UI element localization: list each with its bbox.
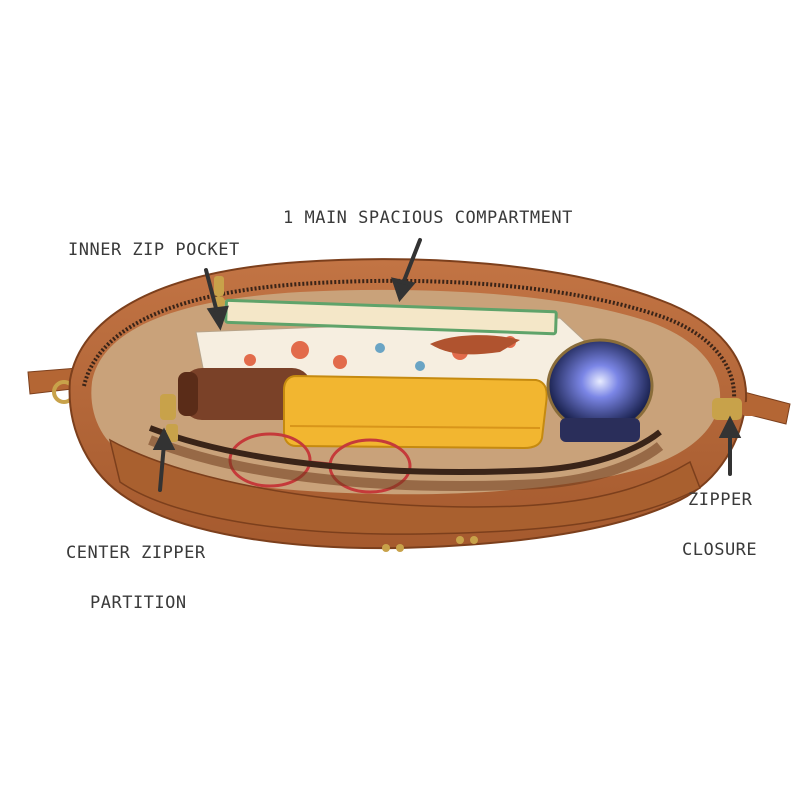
callout-center-zipper-line2: PARTITION bbox=[90, 593, 187, 613]
center-zipper-panel bbox=[108, 438, 701, 535]
top-zipper-track bbox=[82, 278, 737, 401]
callout-zipper-closure-line2: CLOSURE bbox=[682, 540, 758, 560]
wallet bbox=[283, 374, 548, 450]
callout-center-zipper-line1: CENTER ZIPPER bbox=[66, 543, 206, 563]
arrow-main-compartment bbox=[400, 238, 422, 288]
center-zipper-pull bbox=[160, 394, 178, 442]
callout-inner-zip-pocket: INNER ZIP POCKET bbox=[68, 240, 240, 260]
bird-print bbox=[430, 335, 520, 355]
callout-zipper-closure-line1: ZIPPER bbox=[688, 490, 753, 510]
closure-zipper-pull bbox=[712, 398, 776, 420]
callout-main-compartment: 1 MAIN SPACIOUS COMPARTMENT bbox=[283, 208, 573, 228]
arrow-center-zipper bbox=[158, 442, 166, 492]
callout-arrows bbox=[152, 238, 742, 492]
center-zipper-track bbox=[148, 425, 662, 475]
studs bbox=[382, 536, 478, 552]
lipstick bbox=[182, 368, 312, 420]
